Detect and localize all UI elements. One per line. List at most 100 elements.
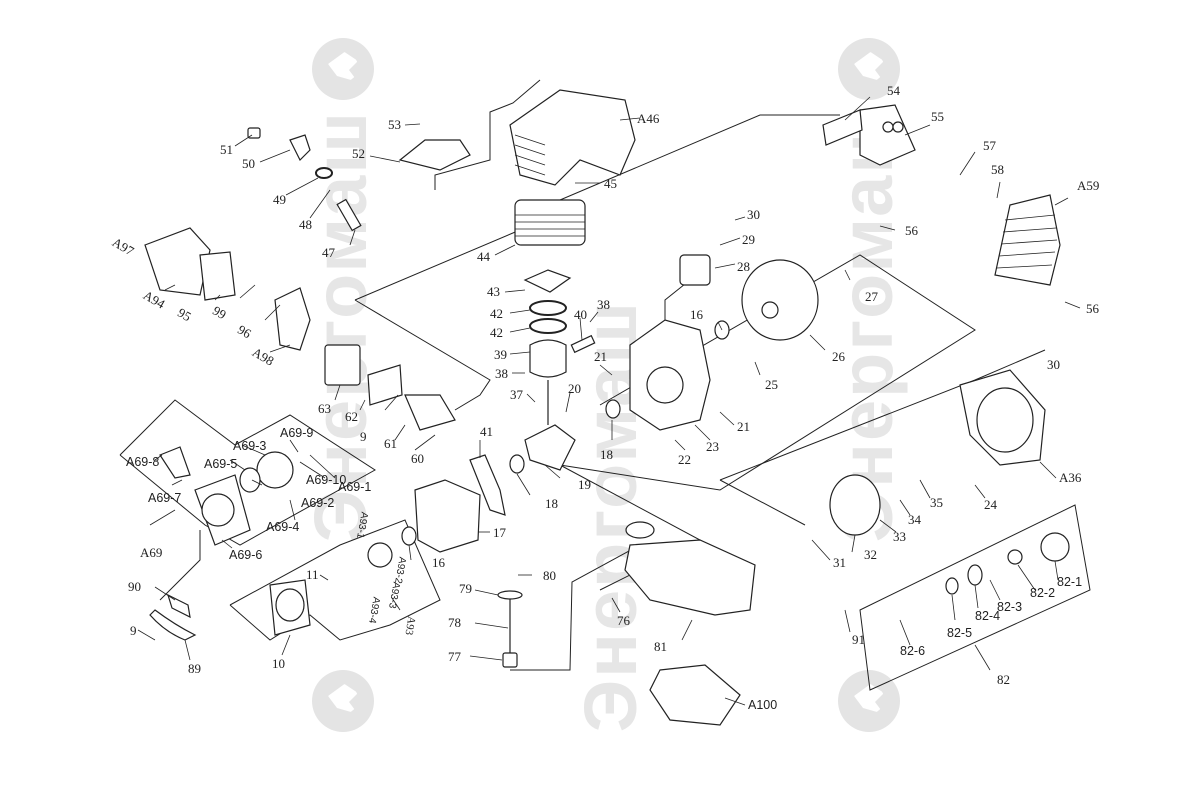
part-label: 30: [747, 207, 760, 222]
insulator: [367, 364, 403, 406]
part-label: 11: [306, 567, 319, 582]
part-label: 26: [832, 349, 845, 364]
part-label: 82-1: [1057, 575, 1083, 589]
group-outline: [719, 479, 806, 526]
part-label: 41: [480, 424, 493, 439]
watermark-logo-icon: [838, 38, 900, 100]
part-label: A93: [402, 615, 418, 636]
crankcase-gasket: [469, 454, 506, 516]
part-label: 81: [654, 639, 667, 654]
group-outline: [159, 530, 201, 601]
part-label: 82-6: [900, 644, 926, 658]
part-label: 17: [493, 525, 506, 540]
part-label: 20: [568, 381, 581, 396]
cylinder: [514, 199, 586, 246]
spark-plug-boot: [289, 134, 311, 162]
part-label: A69-10: [306, 473, 347, 487]
boot-ring: [315, 167, 333, 179]
part-label: 50: [242, 156, 255, 171]
part-label: 79: [459, 581, 472, 596]
part-label: 82-4: [975, 609, 1001, 623]
part-label: A59: [1077, 178, 1100, 193]
part-label: 16: [690, 307, 703, 322]
part-label: 82-5: [947, 626, 973, 640]
part-label: 89: [188, 661, 201, 676]
part-label: 43: [487, 284, 500, 299]
part-label: 23: [706, 439, 719, 454]
part-label: 61: [384, 436, 397, 451]
carburetor: [324, 344, 361, 386]
part-label: 63: [318, 401, 331, 416]
watermark-logo-icon: [312, 38, 374, 100]
part-label: A46: [637, 111, 660, 126]
part-label: 62: [345, 409, 358, 424]
part-label: 58: [991, 162, 1004, 177]
part-label: 29: [742, 232, 755, 247]
piston: [529, 339, 567, 378]
part-label: 56: [1086, 301, 1099, 316]
part-label: 52: [352, 146, 365, 161]
part-label: 22: [678, 452, 691, 467]
part-label: 78: [448, 615, 461, 630]
part-label: 18: [545, 496, 558, 511]
part-label: 91: [852, 632, 865, 647]
intake: [404, 394, 456, 431]
part-label: 21: [594, 349, 607, 364]
crankcase-left: [414, 479, 481, 553]
part-label: A69-5: [204, 457, 238, 471]
part-label: 9: [360, 429, 367, 444]
part-label: A100: [748, 698, 778, 712]
part-label: 9: [130, 623, 137, 638]
oil-seal: [401, 526, 417, 546]
part-label: A36: [1059, 470, 1082, 485]
clip: [167, 593, 191, 619]
part-label: 37: [510, 387, 523, 402]
part-label: A69-9: [280, 426, 314, 440]
piston-ring: [529, 300, 567, 316]
piston-pin: [570, 334, 596, 354]
flywheel: [741, 259, 819, 341]
part-label: 38: [597, 297, 610, 312]
muffler-gasket: [822, 109, 863, 146]
part-label: 40: [574, 307, 587, 322]
part-label: 82-3: [997, 600, 1023, 614]
part-label: 49: [273, 192, 286, 207]
part-label: 32: [864, 547, 877, 562]
part-label: 82-2: [1030, 586, 1056, 600]
part-label: 10: [272, 656, 285, 671]
part-label: 47: [322, 245, 335, 260]
air-filter-base: [274, 287, 311, 351]
air-filter-element: [199, 251, 236, 301]
part-label: 45: [604, 176, 617, 191]
clutch: [829, 474, 881, 536]
part-label: 44: [477, 249, 490, 264]
ignition-coil: [679, 254, 711, 286]
oil-seal: [509, 454, 525, 474]
part-label: 34: [908, 512, 921, 527]
crankshaft: [524, 424, 576, 471]
group-outline: [434, 79, 541, 190]
part-label: 42: [490, 306, 503, 321]
fuel-filter: [502, 652, 518, 668]
trimmer-spool: [1040, 532, 1070, 562]
skid-plate: [649, 664, 741, 726]
part-label: 28: [737, 259, 750, 274]
part-label: A69-2: [301, 496, 335, 510]
part-label: 82: [997, 672, 1010, 687]
part-label: A69-1: [338, 480, 372, 494]
part-label: 38: [495, 366, 508, 381]
spark-plug: [336, 198, 362, 232]
group-outline: [354, 299, 491, 411]
plug-cover: [398, 139, 471, 171]
starter-handle: [159, 446, 191, 479]
cylinder-gasket: [523, 269, 572, 293]
cylinder-cover: [509, 89, 636, 186]
part-label: 80: [543, 568, 556, 583]
part-label: A69-6: [229, 548, 263, 562]
starter-spring: [239, 467, 261, 493]
starter-pulley: [256, 451, 294, 489]
part-label: 19: [578, 477, 591, 492]
group-outline: [859, 504, 1091, 691]
